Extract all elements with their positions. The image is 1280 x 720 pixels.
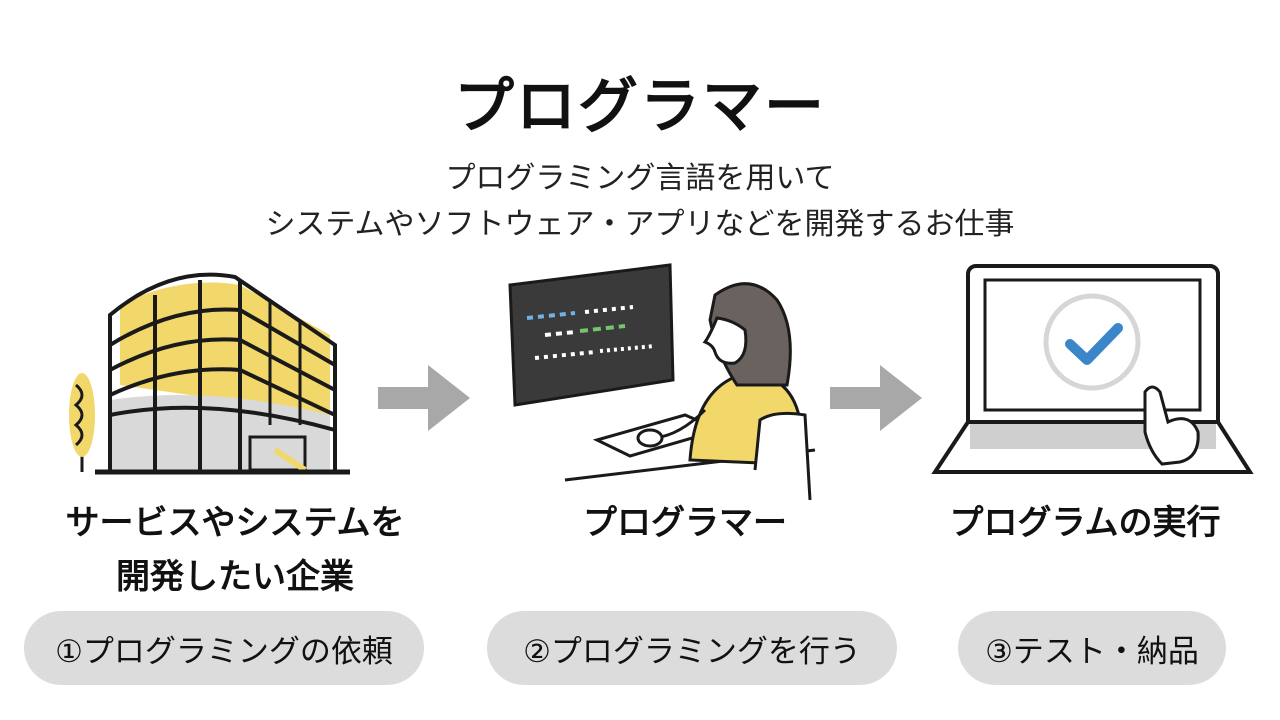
step-2-pill: ②プログラミングを行う <box>487 611 897 685</box>
step-3-label: プログラムの実行 <box>890 496 1280 550</box>
arrow-right-icon <box>830 365 922 431</box>
page-title: プログラマー <box>454 72 826 142</box>
programmer-at-computer-icon <box>508 263 816 500</box>
subtitle: プログラミング言語を用いて システムやソフトウェア・アプリなどを開発するお仕事 <box>0 156 1280 248</box>
office-building-icon <box>69 272 350 475</box>
step-1-label: サービスやシステムを 開発したい企業 <box>30 496 440 604</box>
step-1-label-line-1: サービスやシステムを <box>65 503 405 543</box>
step-1-label-line-2: 開発したい企業 <box>116 557 354 597</box>
step-2-label-line-1: プログラマー <box>583 503 787 543</box>
step-2-label: プログラマー <box>480 496 890 550</box>
laptop-check-icon <box>931 264 1254 474</box>
step-3-label-line-1: プログラムの実行 <box>949 503 1221 543</box>
step-3-pill: ③テスト・納品 <box>958 611 1226 685</box>
subtitle-line-2: システムやソフトウェア・アプリなどを開発するお仕事 <box>265 207 1015 242</box>
arrow-right-icon <box>378 365 470 431</box>
step-1-pill: ①プログラミングの依頼 <box>24 611 424 685</box>
subtitle-line-1: プログラミング言語を用いて <box>445 161 835 196</box>
